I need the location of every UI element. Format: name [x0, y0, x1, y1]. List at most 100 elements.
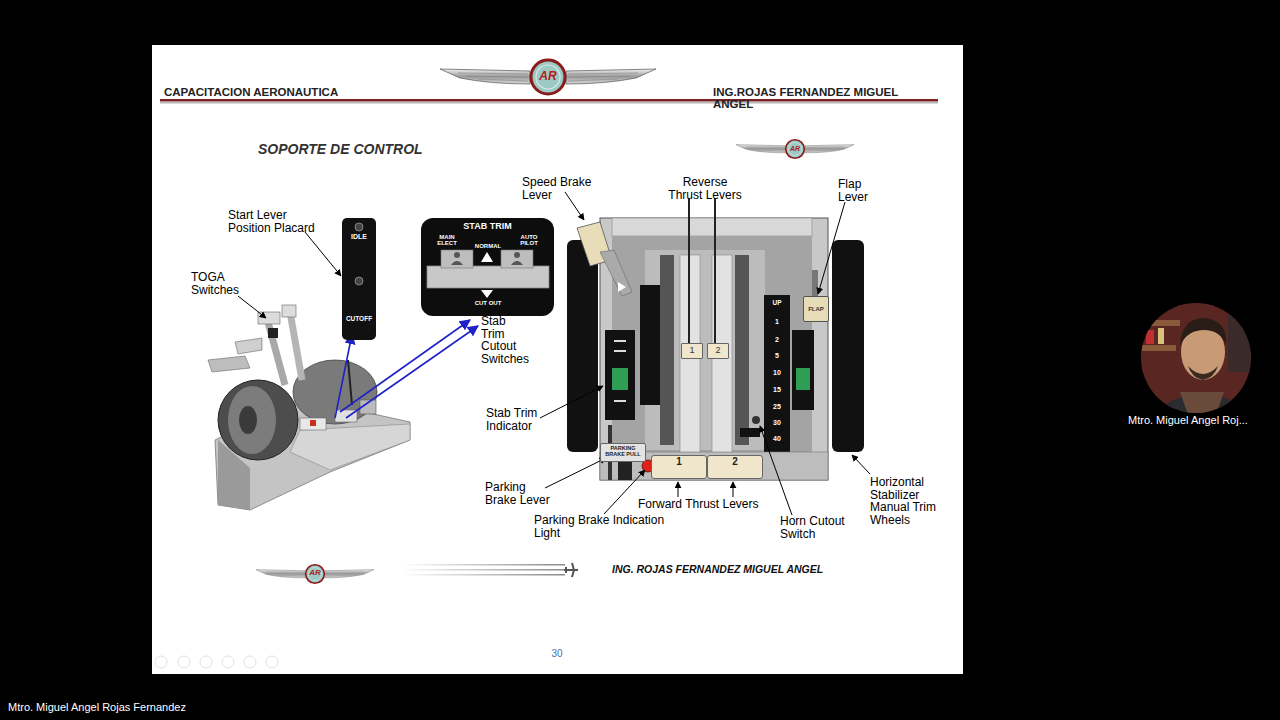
callout-label: Horn Cutout Switch: [780, 515, 860, 540]
callout-label: TOGA Switches: [191, 271, 253, 296]
position-placard: IDLE CUTOFF: [342, 218, 376, 340]
leader-line: [818, 202, 845, 294]
footer-airplane: [400, 564, 565, 566]
webcam: [1180, 318, 1226, 345]
throttle-illustration: [268, 328, 278, 338]
logo-letters: AR: [305, 569, 325, 577]
node-text: 1: [652, 457, 706, 468]
header-text: CAPACITACION AERONAUTICA: [164, 86, 354, 98]
flap-lever-knob: FLAP: [803, 296, 829, 322]
webcam: [1146, 330, 1154, 344]
control-stand: [618, 282, 626, 292]
footer-airplane: [400, 574, 565, 576]
slide-toolbar: [222, 656, 234, 668]
webcam: [1158, 328, 1164, 344]
control-stand: [832, 240, 864, 452]
control-stand: [614, 400, 626, 402]
throttle-illustration: [348, 360, 352, 405]
slide-toolbar: [178, 656, 190, 668]
node-text: IDLE: [342, 233, 376, 240]
leader-line: [733, 482, 734, 497]
leader-line: [305, 232, 341, 276]
scale-number: 25: [766, 403, 788, 410]
control-stand: [764, 295, 790, 453]
node-text: CUT OUT: [471, 300, 505, 306]
webcam: [1188, 366, 1218, 380]
scale-number: 10: [766, 369, 788, 376]
throttle-illustration: [208, 305, 410, 510]
control-stand: [614, 340, 626, 342]
participant-name: Mtro. Miguel Angel Rojas Fernandez: [8, 702, 308, 714]
stab-trim-switches: [451, 261, 463, 265]
leader-line: [238, 192, 870, 515]
control-stand: [567, 198, 864, 480]
node-text: PARKING BRAKE PULL: [601, 446, 645, 458]
throttle-illustration: [208, 356, 250, 372]
stab-trim-switches: [511, 261, 523, 265]
callout-label: Stab Trim Indicator: [486, 407, 556, 432]
stab-trim-switches: [501, 250, 533, 268]
throttle-illustration: [218, 380, 298, 460]
logo: [256, 565, 374, 584]
footer-text: ING. ROJAS FERNANDEZ MIGUEL ANGEL: [612, 564, 842, 575]
header-text: ING.ROJAS FERNANDEZ MIGUEL ANGEL: [713, 86, 941, 110]
header-rule: [160, 102, 938, 104]
control-stand: [600, 250, 632, 296]
footer-airplane: [400, 563, 578, 577]
throttle-illustration: [228, 386, 276, 454]
throttle-illustration: [290, 424, 410, 470]
forward-lever-knob: 1: [651, 455, 707, 479]
reverse-lever-knob: 2: [707, 343, 729, 359]
throttle-illustration: [268, 322, 285, 385]
control-stand: [796, 368, 810, 390]
callout-label: Reverse Thrust Levers: [667, 176, 743, 201]
slide-toolbar: [266, 656, 278, 668]
node-text: 2: [708, 457, 762, 468]
webcam: [1140, 345, 1176, 351]
leader-line: [540, 386, 603, 418]
callout-label: Flap Lever: [838, 178, 880, 203]
logo: [256, 60, 854, 583]
callout-label: Stab Trim Cutout Switches: [481, 315, 531, 365]
control-stand: [688, 198, 690, 344]
header-rule: [160, 99, 938, 103]
control-stand: [605, 330, 635, 420]
forward-lever-knob: 2: [707, 455, 763, 479]
control-stand: [740, 428, 760, 437]
leader-line: [852, 455, 870, 474]
control-stand: [614, 350, 626, 352]
scale-number: 2: [766, 336, 788, 343]
stab-trim-switches: [481, 252, 493, 262]
node-text: NORMAL: [469, 243, 507, 249]
throttle-illustration: [235, 338, 262, 354]
stab-trim-switches: [481, 290, 493, 298]
throttle-illustration: [310, 420, 316, 426]
node-text: CUTOFF: [342, 316, 376, 323]
control-stand: [618, 462, 632, 480]
control-stand: [612, 368, 628, 390]
footer-airplane: [400, 569, 565, 571]
control-stand: [792, 330, 814, 410]
leader-line: [238, 296, 266, 318]
logo: [440, 60, 656, 94]
stab-trim-switches: [427, 266, 549, 288]
control-stand: [752, 416, 760, 424]
slide-toolbar: [244, 656, 256, 668]
logo: [736, 140, 854, 159]
leader-line: [678, 482, 679, 497]
slide-toolbar: [155, 656, 278, 668]
leader-line: [545, 458, 606, 488]
logo-letters: AR: [534, 70, 562, 83]
control-stand: [714, 198, 716, 344]
header-rule: [160, 99, 938, 102]
page-number: 30: [548, 649, 566, 660]
throttle-illustration: [300, 418, 326, 430]
node-text: MAIN ELECT: [429, 234, 465, 247]
placard-marks: [355, 277, 363, 285]
placard-marks: [355, 223, 363, 231]
stab-trim-switches: [454, 252, 460, 258]
